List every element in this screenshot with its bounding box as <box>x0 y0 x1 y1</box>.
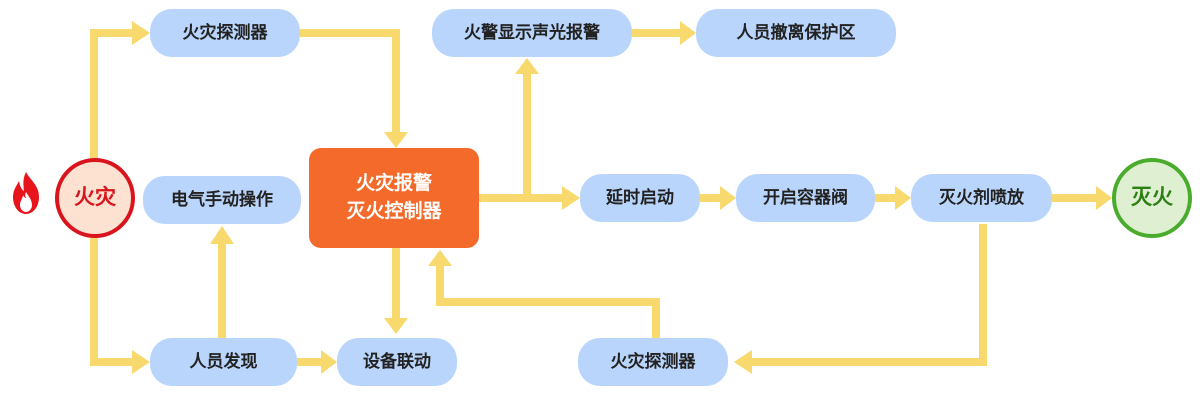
arrow-spray-to-detector-bottom <box>752 224 987 366</box>
alarm-controller-label-line2: 灭火控制器 <box>346 200 442 222</box>
arrowhead <box>428 250 452 266</box>
flame-icon <box>13 172 39 214</box>
person-found-label: 人员发现 <box>189 351 258 372</box>
arrowhead <box>384 132 408 148</box>
manual-electrical-operation-label: 电气手动操作 <box>171 189 273 210</box>
open-container-valve-label: 开启容器阀 <box>763 187 848 208</box>
fire-detector-bottom-label: 火灾探测器 <box>610 351 696 372</box>
equipment-linkage-node: 设备联动 <box>337 338 457 386</box>
manual-electrical-operation-node: 电气手动操作 <box>143 176 301 224</box>
alarm-display-label: 火警显示声光报警 <box>464 22 600 43</box>
arrowhead <box>132 350 150 374</box>
fire-detector-top-node: 火灾探测器 <box>150 9 300 57</box>
arrowhead <box>1096 186 1112 210</box>
alarm-display-node: 火警显示声光报警 <box>432 9 632 57</box>
arrowhead <box>210 226 234 244</box>
fire-extinguished-label: 灭火 <box>1131 185 1173 210</box>
arrow-detector-to-controller <box>300 29 400 132</box>
arrowhead <box>720 186 736 210</box>
arrowhead <box>895 186 911 210</box>
open-container-valve-node: 开启容器阀 <box>736 174 875 222</box>
equipment-linkage-label: 设备联动 <box>363 351 431 372</box>
fire-detector-bottom-node: 火灾探测器 <box>578 338 728 386</box>
delay-start-node: 延时启动 <box>580 174 700 222</box>
evacuate-protected-area-label: 人员撤离保护区 <box>736 22 856 43</box>
arrowhead <box>734 350 752 374</box>
agent-discharge-node: 灭火剂喷放 <box>911 174 1052 222</box>
alarm-controller-node: 火灾报警 灭火控制器 <box>309 148 479 248</box>
arrowhead <box>132 21 150 45</box>
evacuate-protected-area-node: 人员撤离保护区 <box>696 9 896 57</box>
arrowhead <box>384 318 408 334</box>
arrowhead <box>562 186 580 210</box>
arrowhead <box>680 21 696 45</box>
fire-start-node: 火灾 <box>55 158 135 238</box>
fire-start-label: 火灾 <box>74 185 116 210</box>
arrowhead <box>515 58 539 74</box>
agent-discharge-label: 灭火剂喷放 <box>939 187 1024 208</box>
alarm-controller-label-line1: 火灾报警 <box>355 172 432 195</box>
delay-start-label: 延时启动 <box>606 187 674 208</box>
fire-extinguished-node: 灭火 <box>1112 158 1192 238</box>
arrow-fire-to-person-found <box>90 238 132 366</box>
arrow-fire-to-detector-top <box>90 29 132 158</box>
arrowhead <box>321 350 337 374</box>
person-found-node: 人员发现 <box>150 338 297 386</box>
arrow-detector-bottom-to-controller <box>436 266 660 338</box>
fire-detector-top-label: 火灾探测器 <box>182 22 268 43</box>
